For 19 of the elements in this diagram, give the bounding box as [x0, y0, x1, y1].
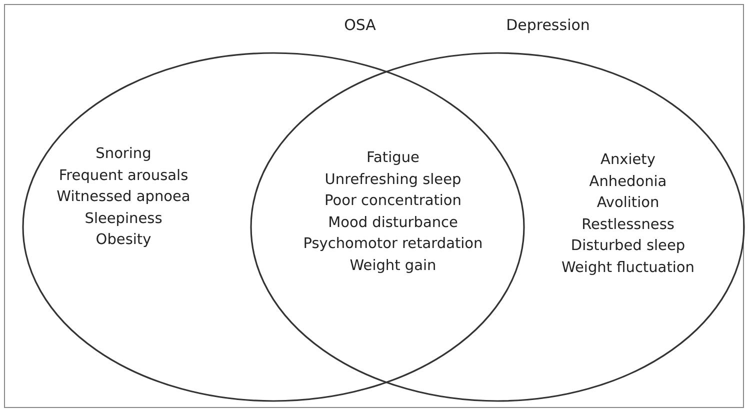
list-item: Fatigue: [366, 149, 420, 168]
list-item: Obesity: [96, 231, 152, 250]
list-item: Snoring: [96, 145, 152, 164]
list-item: Poor concentration: [324, 192, 462, 211]
list-item: Mood disturbance: [328, 214, 458, 232]
list-item: Anxiety: [600, 151, 656, 170]
list-item: Sleepiness: [84, 210, 162, 228]
list-item: Weight gain: [350, 256, 436, 276]
list-item: Restlessness: [582, 216, 674, 234]
list-item: Avolition: [596, 194, 660, 213]
list-item: Frequent arousals: [58, 166, 188, 186]
list-item: Weight fluctuation: [562, 258, 694, 278]
list-item: Witnessed apnoea: [56, 188, 190, 207]
list-item: Anhedonia: [589, 172, 667, 192]
list-item: Disturbed sleep: [570, 237, 686, 256]
set-heading: OSA: [344, 16, 376, 34]
list-item: Unrefreshing sleep: [324, 170, 462, 190]
list-item: Psychomotor retardation: [303, 235, 483, 254]
set-heading: Depression: [506, 16, 590, 34]
